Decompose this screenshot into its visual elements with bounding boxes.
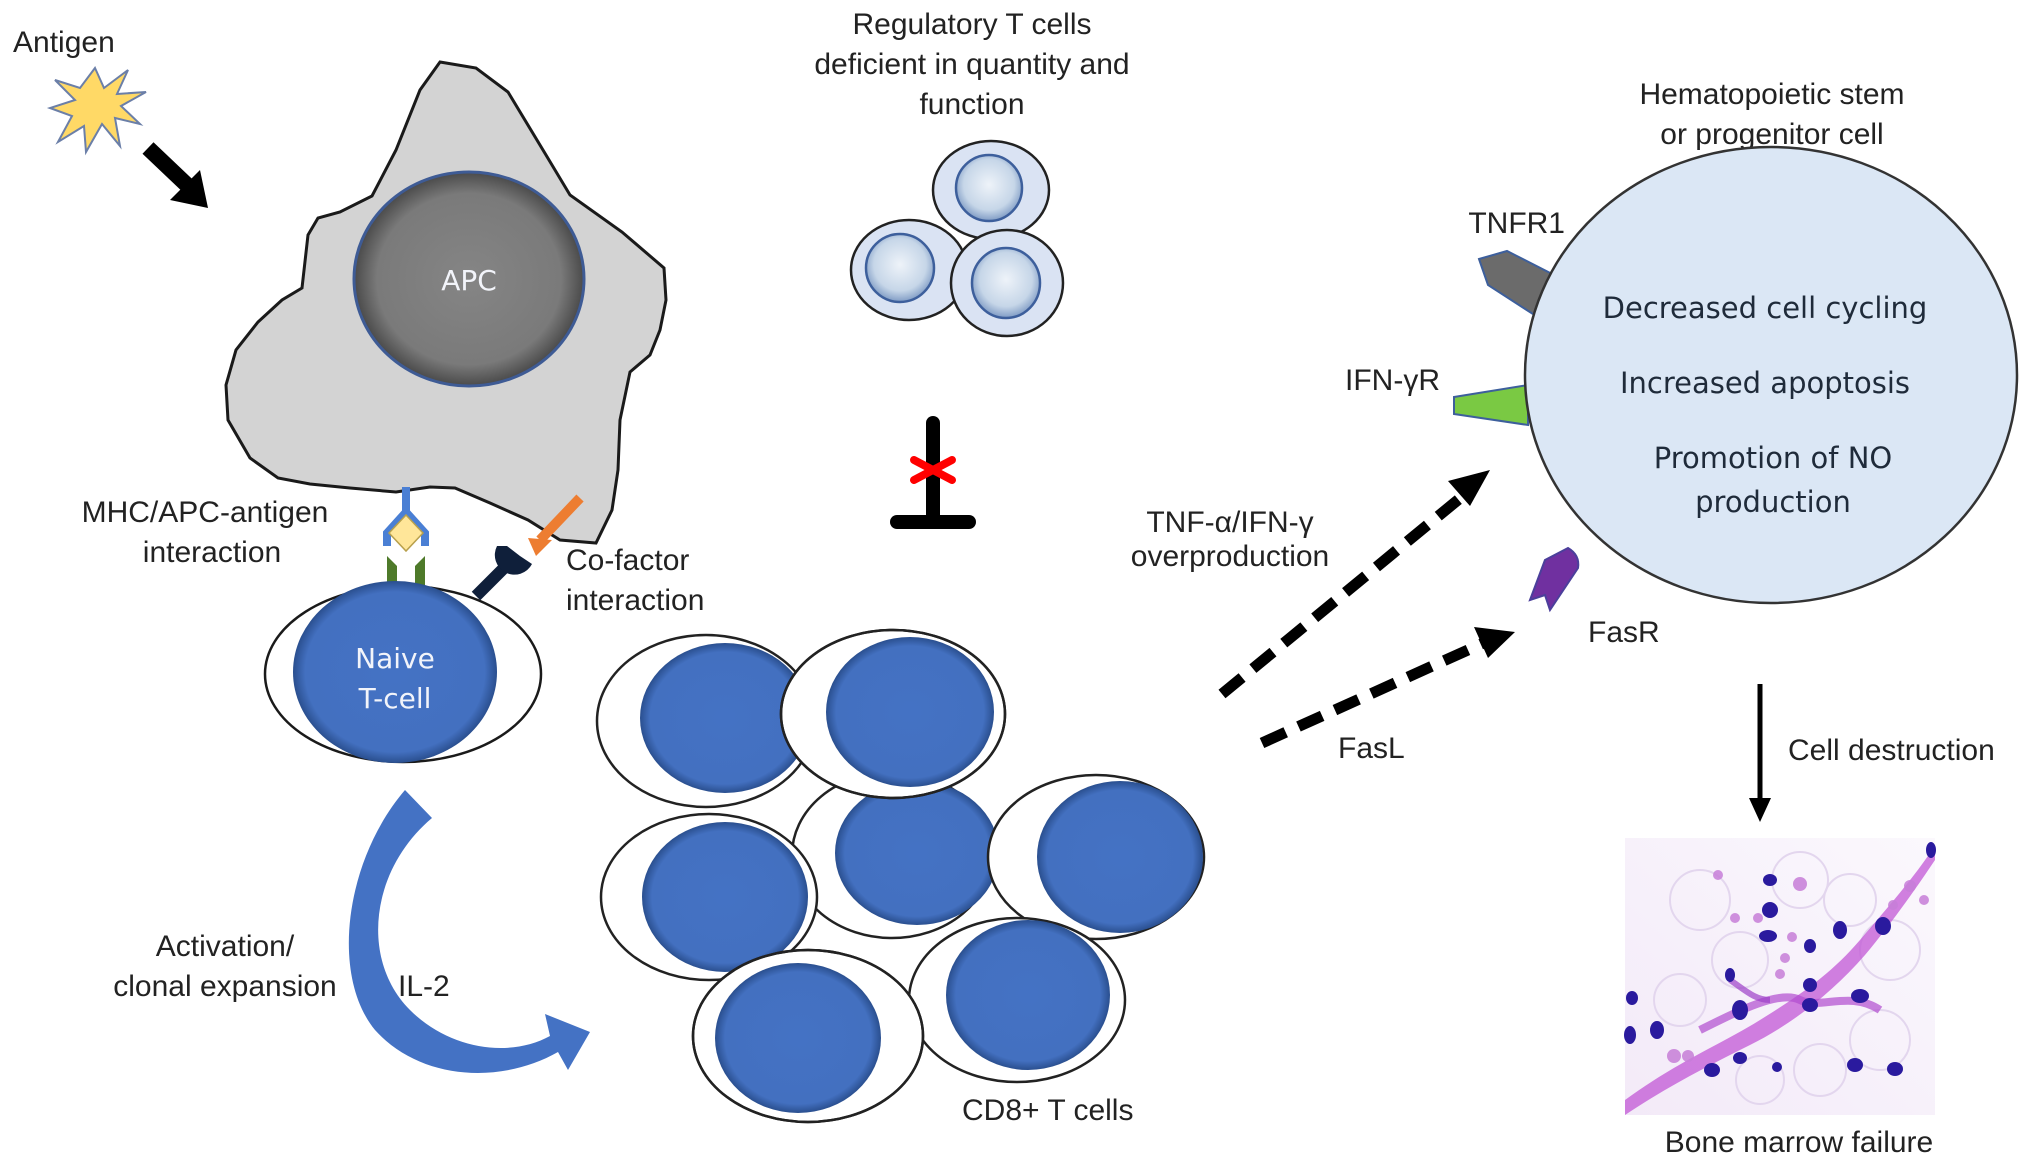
cd8-t-cell	[779, 628, 1007, 800]
cd8-cells-label: CD8+ T cells	[962, 1094, 1133, 1127]
cd8-t-cell	[691, 948, 925, 1124]
treg-label-line1: Regulatory T cells	[852, 8, 1091, 41]
apc-label: APC	[441, 264, 497, 297]
fasr-receptor-icon	[1528, 546, 1580, 613]
antigen-label: Antigen	[13, 26, 115, 59]
il2-label: IL-2	[398, 970, 450, 1003]
hsc-label-line1: Hematopoietic stem	[1639, 78, 1904, 111]
hsc-effect-3-line2: production	[1695, 485, 1851, 519]
activation-curved-arrow-icon	[348, 790, 590, 1073]
treg-label-line3: function	[919, 88, 1024, 121]
starburst-icon	[46, 66, 147, 156]
bone-marrow-failure-label: Bone marrow failure	[1665, 1126, 1933, 1159]
mhc-interaction-label-line1: MHC/APC-antigen	[82, 496, 329, 529]
blocked-inhibition-icon	[890, 416, 976, 529]
cytokine-label-line1: TNF-α/IFN-γ	[1146, 506, 1313, 539]
fasr-label: FasR	[1588, 616, 1660, 649]
cd8-t-cell-membrane-overlay	[691, 948, 925, 1124]
bone-marrow-histology-image	[1624, 838, 1936, 1115]
cytokine-label-line2: overproduction	[1131, 540, 1329, 573]
naive-t-cell-label-line2: T-cell	[358, 682, 432, 715]
costim-ligand-icon	[528, 494, 584, 556]
hsc-cell	[1523, 145, 2019, 605]
fasl-dashed-arrow-icon	[1259, 627, 1515, 749]
treg-cell	[949, 228, 1065, 338]
antigen-peptide-icon	[387, 513, 425, 553]
apc-nucleus	[352, 170, 586, 388]
cd8-t-cell	[790, 770, 999, 940]
fasl-label: FasL	[1338, 732, 1405, 765]
treg-cell	[849, 218, 969, 322]
cd8-t-cell	[599, 812, 819, 982]
hsc-effect-3-line1: Promotion of NO	[1654, 441, 1892, 475]
cofactor-label-line1: Co-factor	[566, 544, 689, 577]
cd8-t-cell-membrane-overlay	[779, 628, 1007, 800]
ifngr-label: IFN-γR	[1345, 364, 1440, 397]
cofactor-label-line2: interaction	[566, 584, 704, 617]
destruction-label: Cell destruction	[1788, 734, 1995, 767]
activation-label-line2: clonal expansion	[113, 970, 337, 1003]
antigen-uptake-arrow-icon	[142, 142, 208, 208]
costim-receptor-icon	[471, 546, 532, 601]
activation-label-line1: Activation/	[156, 930, 295, 963]
destruction-arrow-icon	[1749, 684, 1771, 822]
tnfr1-label: TNFR1	[1468, 207, 1565, 240]
naive-t-cell-nucleus	[293, 581, 497, 763]
mhc-receptor-icon	[383, 487, 429, 546]
cd8-t-cell	[986, 773, 1206, 941]
hsc-effect-1: Decreased cell cycling	[1603, 291, 1928, 325]
cd8-t-cell	[907, 916, 1127, 1084]
naive-t-cell-label-line1: Naive	[355, 642, 435, 675]
hsc-effect-2: Increased apoptosis	[1620, 366, 1910, 400]
treg-label-line2: deficient in quantity and	[814, 48, 1129, 81]
mhc-interaction-label-line2: interaction	[143, 536, 281, 569]
treg-cell	[931, 139, 1051, 241]
cytokine-dashed-arrow-icon	[1218, 470, 1490, 699]
ifngr-receptor-icon	[1453, 383, 1529, 427]
hsc-label-line2: or progenitor cell	[1660, 118, 1883, 151]
